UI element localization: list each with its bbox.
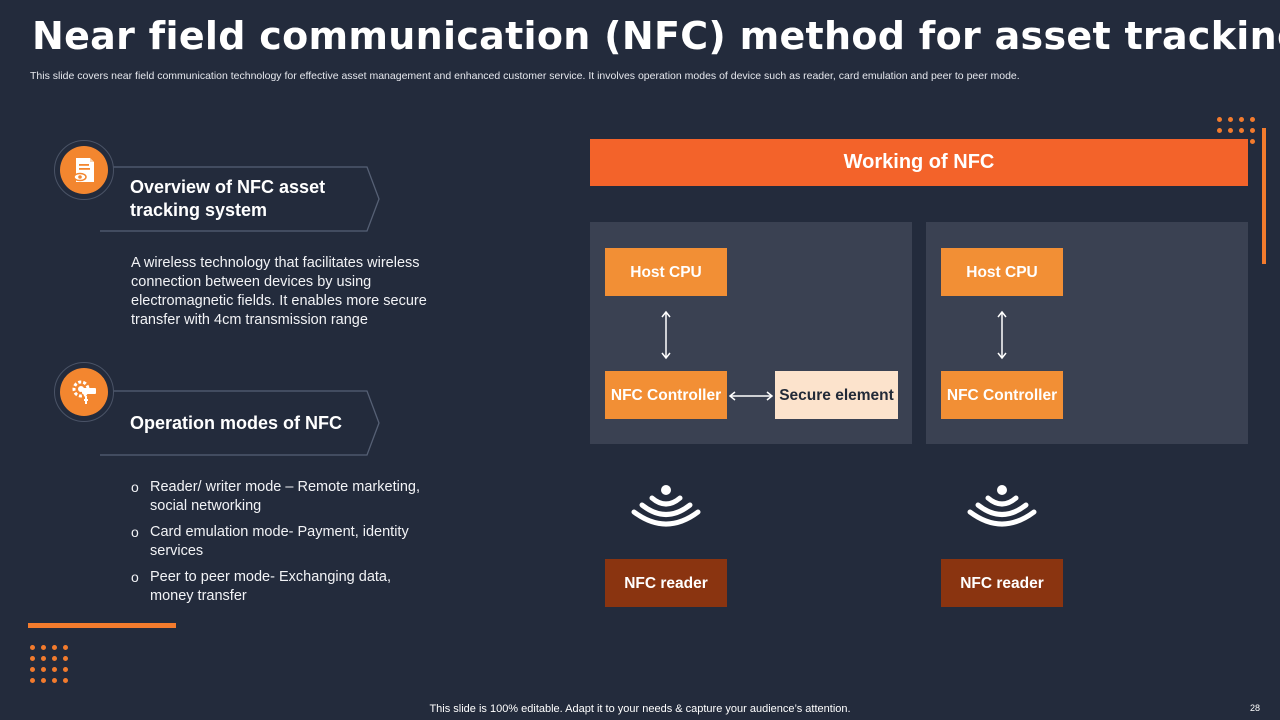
section-overview-heading-text: Overview of NFC asset tracking system (130, 177, 326, 220)
operation-modes-list: Reader/ writer mode – Remote marketing, … (131, 478, 431, 613)
section-modes-heading: Operation modes of NFC (99, 390, 381, 456)
modes-gear-icon (60, 368, 108, 416)
host-cpu-box-left: Host CPU (605, 248, 727, 296)
working-of-nfc-header: Working of NFC (590, 139, 1248, 186)
wireless-signal-icon-left (631, 485, 701, 527)
nfc-reader-box-right: NFC reader (941, 559, 1063, 607)
double-arrow-horizontal (728, 391, 774, 401)
double-arrow-vertical-right (997, 310, 1007, 360)
decorative-dot-grid-bottom (30, 645, 68, 683)
decorative-bar-right (1262, 128, 1266, 264)
secure-element-box: Secure element (775, 371, 898, 419)
double-arrow-vertical-left (661, 310, 671, 360)
nfc-controller-box-right: NFC Controller (941, 371, 1063, 419)
wireless-signal-icon-right (967, 485, 1037, 527)
list-item: Peer to peer mode- Exchanging data, mone… (131, 568, 431, 606)
decorative-bar-bottom (28, 623, 176, 628)
page-number: 28 (1250, 703, 1261, 713)
list-item: Reader/ writer mode – Remote marketing, … (131, 478, 431, 516)
host-cpu-box-right: Host CPU (941, 248, 1063, 296)
nfc-reader-box-left: NFC reader (605, 559, 727, 607)
section-modes-heading-text: Operation modes of NFC (130, 412, 343, 433)
document-icon (60, 146, 108, 194)
nfc-controller-box-left: NFC Controller (605, 371, 727, 419)
slide-subtitle: This slide covers near field communicati… (30, 70, 1020, 82)
section-overview-heading: Overview of NFC asset tracking system (99, 166, 381, 232)
list-item: Card emulation mode- Payment, identity s… (131, 523, 431, 561)
section-modes-icon-ring (54, 362, 114, 422)
section-overview-description: A wireless technology that facilitates w… (131, 255, 427, 328)
slide-title: Near field communication (NFC) method fo… (32, 14, 1280, 58)
slide-footer: This slide is 100% editable. Adapt it to… (429, 703, 851, 715)
section-overview-icon-ring (54, 140, 114, 200)
